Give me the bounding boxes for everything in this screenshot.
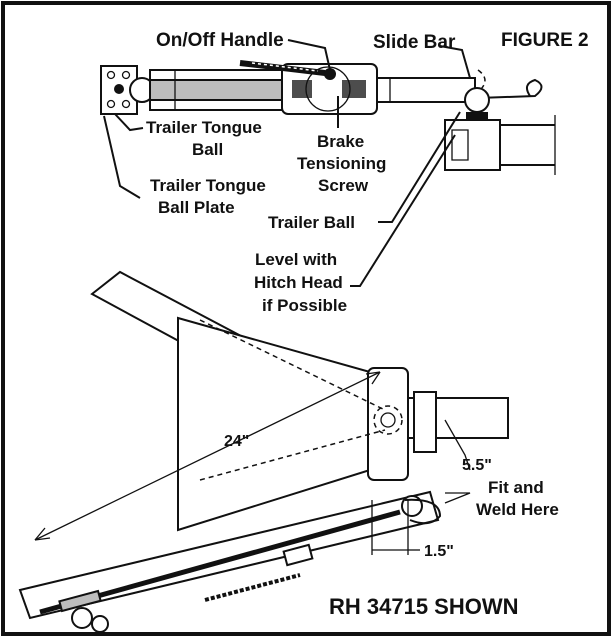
leader-ball-plate — [103, 115, 141, 199]
dashed-brace-bottom — [199, 429, 386, 481]
lower-ball — [71, 607, 93, 629]
leader-weld — [444, 492, 471, 504]
label-level-3: if Possible — [262, 296, 347, 315]
leader-on-off — [287, 39, 331, 71]
label-slide-bar: Slide Bar — [373, 32, 456, 53]
figure-label: FIGURE 2 — [501, 30, 589, 51]
dashed-brace-top — [199, 319, 386, 411]
hitch-bracket — [444, 119, 501, 171]
weld-ball — [401, 495, 423, 517]
label-level-2: Hitch Head — [254, 273, 343, 292]
label-brake-1: Brake — [317, 132, 364, 151]
trailer-ball — [464, 87, 490, 113]
label-brake-2: Tensioning — [297, 154, 386, 173]
slide-bar-arc — [477, 69, 486, 93]
label-fit-weld-1: Fit and — [488, 478, 544, 497]
spring-clip — [477, 78, 543, 99]
label-tongue-ball-1: Trailer Tongue — [146, 118, 262, 137]
dim-line-24 — [34, 371, 381, 541]
dim-5-5: 5.5" — [462, 457, 492, 474]
dim-24: 24" — [224, 433, 249, 450]
model-note: RH 34715 SHOWN — [329, 594, 519, 619]
leader-slide-bar — [439, 45, 471, 79]
leader-tongue-ball — [114, 113, 144, 132]
label-level-1: Level with — [255, 250, 337, 269]
sway-control-top — [100, 60, 556, 175]
label-ball-plate-2: Ball Plate — [158, 198, 235, 217]
trailer-frame-side — [18, 270, 509, 633]
dimension-lines — [34, 371, 471, 555]
label-tongue-ball-2: Ball — [192, 140, 223, 159]
label-brake-3: Screw — [318, 176, 369, 195]
dim-line-5-5 — [444, 419, 471, 471]
leader-level — [350, 134, 456, 287]
label-fit-weld-2: Weld Here — [476, 500, 559, 519]
label-trailer-ball: Trailer Ball — [268, 213, 355, 232]
leader-trailer-ball — [378, 111, 461, 223]
label-on-off-handle: On/Off Handle — [156, 30, 284, 51]
dim-1-5: 1.5" — [424, 543, 454, 560]
on-off-handle — [239, 60, 326, 76]
label-ball-plate-1: Trailer Tongue — [150, 176, 266, 195]
